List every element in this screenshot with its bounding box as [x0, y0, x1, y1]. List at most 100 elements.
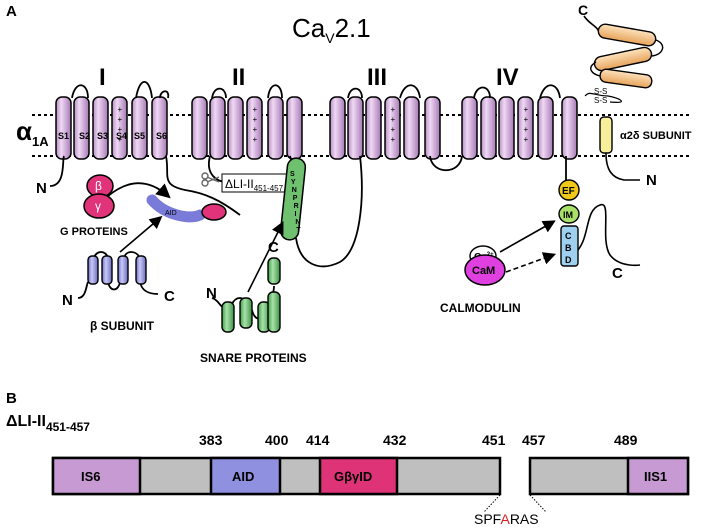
- helix-d3-s5: [403, 96, 420, 160]
- disulfide-2: S-S: [594, 96, 607, 105]
- helix-d3-s3: [365, 96, 382, 160]
- s4-charge-mark: +: [253, 105, 258, 114]
- segment-label-s4: S4: [116, 131, 127, 141]
- snare-arrow: [247, 221, 284, 293]
- box-aid-label: AID: [232, 469, 254, 484]
- beta-c-label: C: [164, 288, 175, 305]
- channel-title: CaV2.1: [292, 13, 371, 46]
- helix-d4-s3: [498, 96, 515, 160]
- box-is6: [51, 456, 142, 496]
- segment-label-s6: S6: [156, 131, 167, 141]
- helix-d1-s2: [73, 96, 90, 160]
- snare-n-label: N: [206, 285, 217, 302]
- g-proteins-label: G PROTEINS: [60, 226, 128, 238]
- s4-charge-mark: +: [391, 135, 396, 144]
- s4-charge-mark: +: [253, 115, 258, 124]
- s4-charge-mark: +: [524, 125, 529, 134]
- synprint-letter: N: [295, 219, 300, 226]
- calmodulin-blob: [464, 254, 506, 286]
- pos-400: 400: [265, 432, 289, 448]
- helix-d2-s1: [191, 96, 208, 160]
- deletion-label: ΔLI-II451-457: [225, 177, 284, 193]
- svg-text:EF: EF: [562, 186, 575, 197]
- domain-label-4: IV: [496, 64, 519, 91]
- s4-charge-mark: +: [118, 125, 123, 134]
- alpha-1a-label: α1A: [16, 116, 49, 149]
- gbg-binding-site: [201, 203, 227, 221]
- box-aid: [209, 456, 282, 496]
- g-protein-gamma: [83, 193, 115, 219]
- snare-proteins: [211, 257, 281, 333]
- domain-label-2: II: [232, 64, 245, 91]
- aid-helix: [146, 194, 206, 223]
- beta-subunit-label: β SUBUNIT: [90, 319, 155, 333]
- s4-charge-mark: +: [524, 115, 529, 124]
- svg-text:B: B: [565, 243, 572, 253]
- aid-label: AID: [165, 210, 177, 217]
- i-ii-loop: [165, 155, 241, 216]
- panel-b-title: ΔLI-II451-457: [6, 413, 90, 434]
- g-protein-arrow: [107, 182, 171, 199]
- box-is6-label: IS6: [81, 469, 101, 484]
- beta-n-label: N: [62, 292, 73, 309]
- s4-charge-mark: +: [524, 135, 529, 144]
- synprint-letter: I: [295, 211, 297, 218]
- helix-d3-s1: [329, 96, 346, 160]
- helix-d3-s6: [424, 96, 441, 160]
- helix-d3-s4: [384, 96, 401, 160]
- disulfide-1: S-S: [594, 87, 607, 96]
- synprint-letter: S: [290, 171, 295, 178]
- s4-charge-mark: +: [118, 115, 123, 124]
- s4-charge-mark: +: [391, 105, 396, 114]
- n-terminus-label: N: [36, 180, 47, 197]
- synprint-letter: P: [293, 195, 298, 202]
- n-terminus-line: [49, 155, 65, 187]
- segment-label-s1: S1: [58, 131, 69, 141]
- synprint-letter: T: [296, 227, 301, 234]
- svg-text:CaM: CaM: [472, 265, 495, 277]
- s4-charge-mark: +: [118, 105, 123, 114]
- helix-d2-s4: [246, 96, 263, 160]
- helix-d3-s2: [347, 96, 364, 160]
- svg-text:D: D: [565, 255, 572, 265]
- helix-d1-s3: [92, 96, 109, 160]
- helix-d2-s6: [286, 96, 303, 160]
- s4-charge-mark: +: [391, 115, 396, 124]
- a2d-tm-helix: [599, 116, 613, 154]
- a2d-subunit-label: α2δ SUBUNIT: [620, 130, 692, 142]
- svg-text:C: C: [565, 231, 572, 241]
- cam-im-arrow: [499, 220, 556, 253]
- helix-d2-s3: [227, 96, 244, 160]
- synprint-letter: Y: [291, 179, 296, 186]
- helix-d1-s4: [111, 96, 128, 160]
- helix-d4-s5: [537, 96, 554, 160]
- s4-charge-mark: +: [118, 135, 123, 144]
- snare-proteins-label: SNARE PROTEINS: [200, 351, 307, 365]
- helix-d4-s1: [461, 96, 478, 160]
- segment-label-s5: S5: [134, 131, 145, 141]
- pos-383: 383: [199, 432, 223, 448]
- pos-457: 457: [522, 432, 546, 448]
- helix-d1-s5: [131, 96, 148, 160]
- s4-charge-mark: +: [391, 125, 396, 134]
- segment-label-s2: S2: [79, 131, 90, 141]
- replacement-sequence: SPFARAS: [474, 511, 539, 527]
- pos-432: 432: [383, 432, 407, 448]
- helix-d1-s6: [151, 96, 168, 160]
- segment-label-s3: S3: [97, 131, 108, 141]
- synprint-region: [279, 157, 307, 241]
- pos-451: 451: [482, 432, 506, 448]
- svg-text:β: β: [95, 179, 102, 193]
- a2d-n-label: N: [646, 172, 657, 189]
- helix-d4-s2: [480, 96, 497, 160]
- s4-charge-mark: +: [253, 135, 258, 144]
- domain-label-3: III: [367, 64, 387, 91]
- cam-cbd-arrow: [505, 252, 557, 273]
- scissors-icon: [201, 172, 220, 187]
- svg-text:γ: γ: [95, 199, 101, 213]
- cbd-c-label: C: [612, 265, 623, 282]
- beta-arrow: [119, 215, 163, 253]
- box-gbgid: [318, 456, 399, 496]
